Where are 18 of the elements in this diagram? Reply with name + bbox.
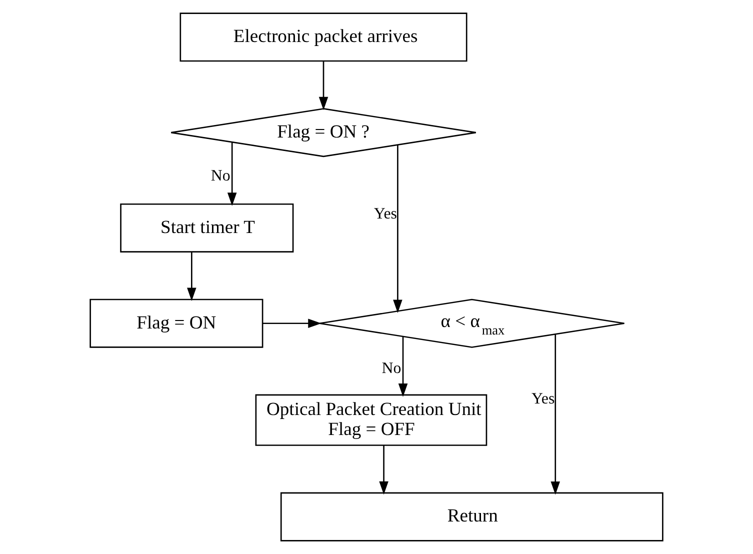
node-box: Start timer T [120,203,294,252]
node-box: Flag = ON [90,298,264,348]
node-box: Optical Packet Creation Unit Flag = OFF [255,394,488,446]
arrow [318,61,328,110]
arrow [550,334,560,495]
node-box: Electronic packet arrives [180,12,468,62]
arrow [393,145,402,314]
node-diamond: Flag = ON ? [170,108,477,158]
edge-label: Yes [374,205,397,222]
edge-label: No [210,168,230,185]
arrow [379,446,388,495]
arrow [262,318,322,328]
edge-label: No [382,360,402,378]
arrow [227,142,237,206]
edge-label: Yes [532,390,555,408]
arrow [187,252,196,301]
arrow [398,336,408,397]
node-box: Return [280,492,664,542]
